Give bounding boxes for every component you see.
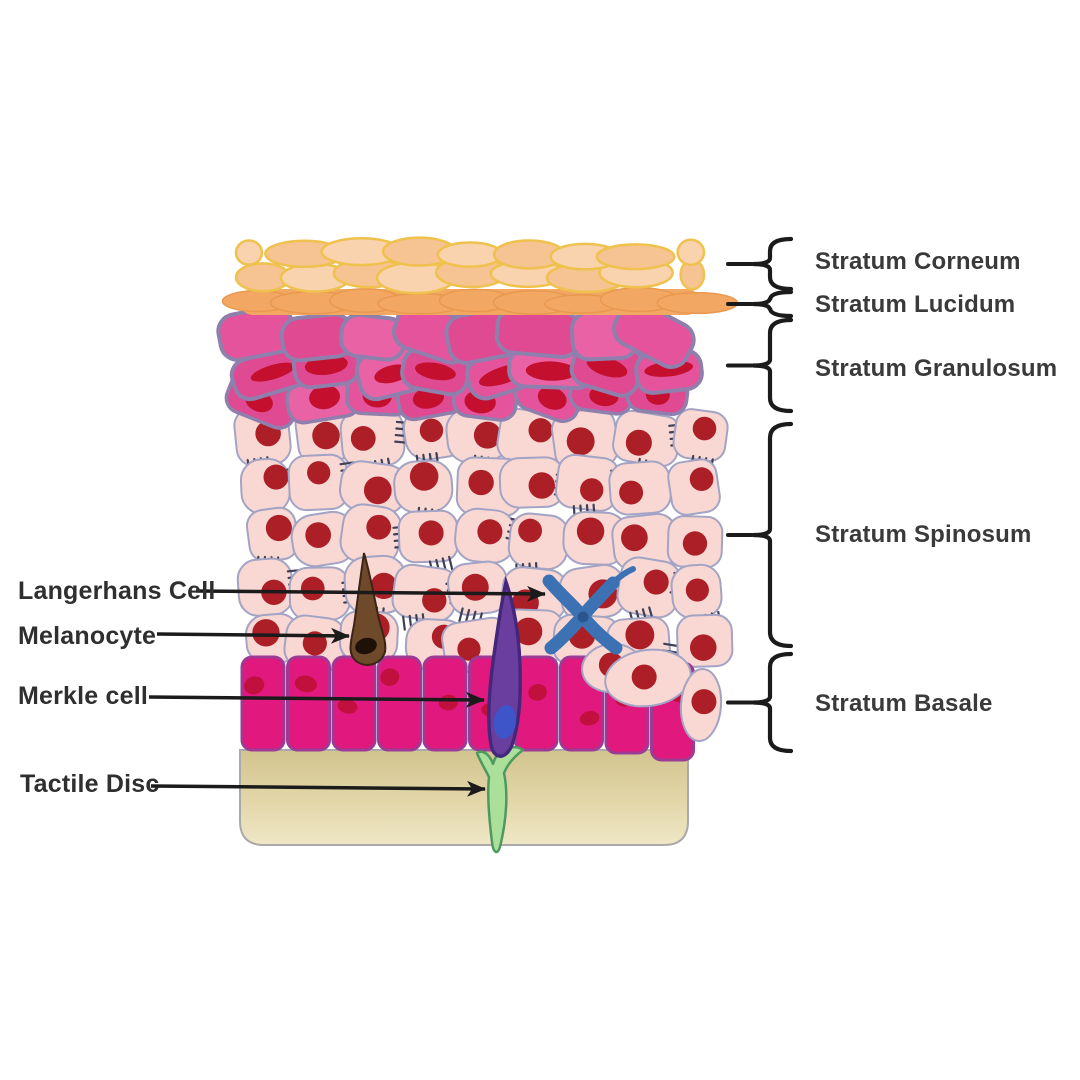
stratum-spinosum-cells <box>233 403 734 675</box>
stratum-granulosum-cells <box>216 299 704 430</box>
melanocyte-arrow <box>156 627 350 644</box>
melanocyte-cell <box>349 552 387 666</box>
stratum-corneum-brace <box>752 236 794 292</box>
label-tactile-disc: Tactile Disc <box>20 770 160 798</box>
label-stratum-corneum: Stratum Corneum <box>815 248 1021 275</box>
label-stratum-lucidum: Stratum Lucidum <box>815 291 1015 318</box>
stratum-lucidum-brace <box>752 289 794 319</box>
label-merkle-cell: Merkle cell <box>18 682 148 710</box>
stratum-spinosum-brace <box>752 421 794 649</box>
annotations <box>148 236 794 797</box>
merkel-nucleus <box>493 705 517 739</box>
label-langerhans-cell: Langerhans Cell <box>18 577 216 605</box>
langerhans-arrow <box>195 585 546 602</box>
label-melanocyte: Melanocyte <box>18 622 156 650</box>
label-stratum-basale: Stratum Basale <box>815 690 993 717</box>
stratum-basale-brace <box>752 651 794 754</box>
label-stratum-spinosum: Stratum Spinosum <box>815 521 1032 548</box>
label-stratum-granulosum: Stratum Granulosum <box>815 355 1057 382</box>
merkle-arrow <box>148 691 485 708</box>
dermis-layer <box>239 749 689 846</box>
dermis-block <box>239 749 689 846</box>
stratum-granulosum-brace <box>752 317 794 414</box>
melanocyte-nucleus <box>355 637 377 655</box>
stratum-corneum-cells <box>234 236 706 295</box>
tactile-arrow <box>150 780 486 797</box>
tactile-disc <box>475 745 525 854</box>
stratum-lucidum-band <box>221 286 739 315</box>
langerhans-cell <box>542 566 636 655</box>
spinosum-overlap-cells <box>581 642 723 742</box>
special-cells <box>349 552 636 854</box>
